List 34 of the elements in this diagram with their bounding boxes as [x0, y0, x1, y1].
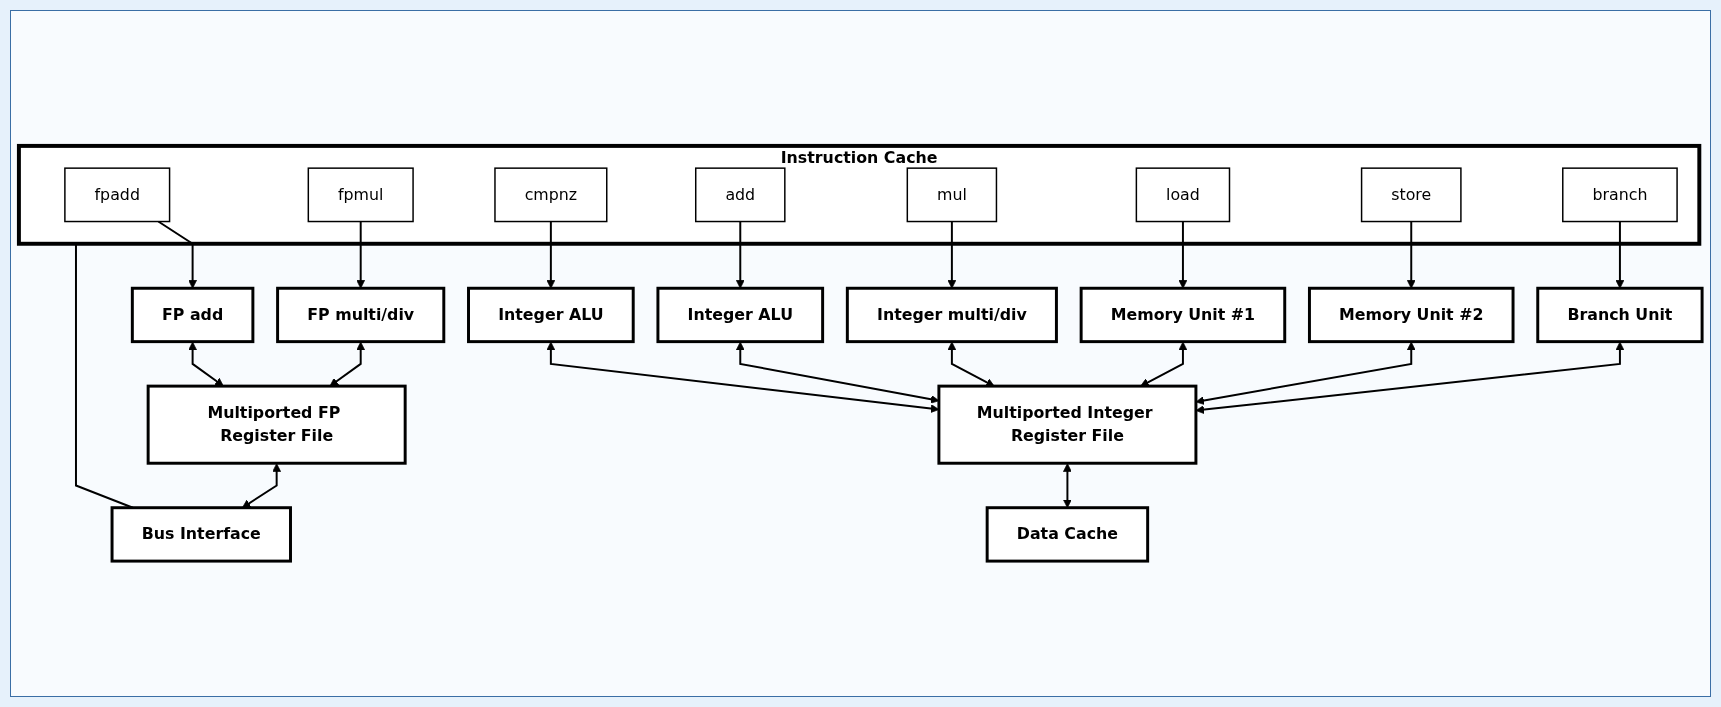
- arrow: [735, 220, 745, 289]
- node-box: fpadd: [64, 167, 171, 223]
- node-box: FP add: [130, 286, 255, 344]
- arrow: [1178, 220, 1188, 289]
- arrow: [356, 220, 366, 289]
- node-box: fpmul: [307, 167, 414, 223]
- node-box: Multiported FP Register File: [146, 384, 407, 465]
- arrow: [1195, 341, 1625, 414]
- arrow: [947, 220, 957, 289]
- arrow: [157, 220, 197, 289]
- node-box: Integer multi/div: [845, 286, 1058, 344]
- arrow: [947, 341, 995, 387]
- node-box: Bus Interface: [110, 506, 292, 563]
- node-box: Branch Unit: [1536, 286, 1704, 344]
- node-box: load: [1135, 167, 1231, 223]
- arrow: [1615, 220, 1625, 289]
- node-box: Integer ALU: [467, 286, 635, 344]
- node-box: cmpnz: [494, 167, 608, 223]
- node-box: Integer ALU: [656, 286, 825, 344]
- arrow: [188, 341, 224, 387]
- node-box: store: [1360, 167, 1462, 223]
- node-box: branch: [1562, 167, 1678, 223]
- node-box: Multiported Integer Register File: [937, 384, 1198, 465]
- node-box: Data Cache: [985, 506, 1150, 563]
- arrow: [546, 220, 556, 289]
- node-box: Memory Unit #1: [1079, 286, 1287, 344]
- node-box: add: [695, 167, 786, 223]
- node-box: mul: [906, 167, 998, 223]
- arrow: [1195, 341, 1416, 405]
- arrow: [1140, 341, 1188, 387]
- arrow: [329, 341, 366, 387]
- arrow: [1406, 220, 1416, 289]
- node-box: FP multi/div: [276, 286, 446, 344]
- node-box: Memory Unit #2: [1307, 286, 1515, 344]
